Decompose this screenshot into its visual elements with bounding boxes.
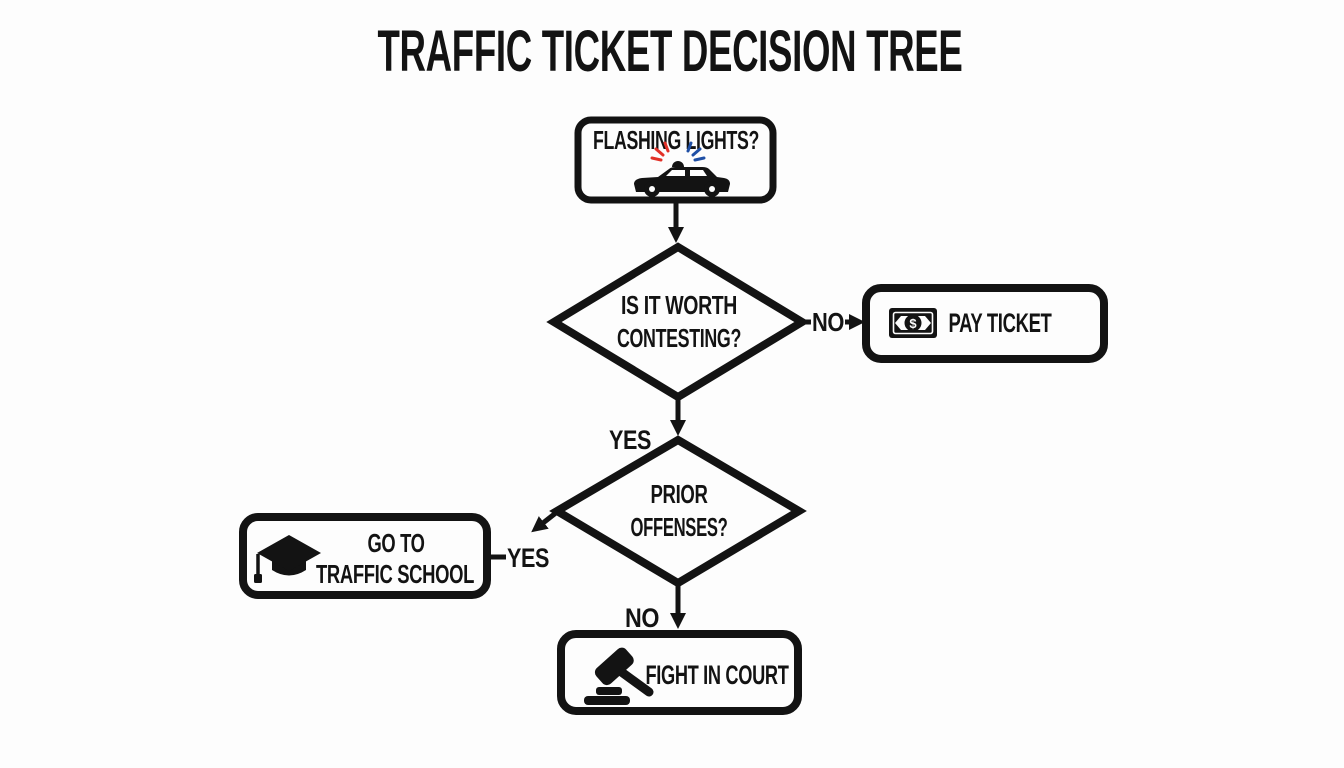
edge-label-contest-no: NO <box>812 307 844 337</box>
car-window-rear <box>690 170 707 176</box>
graduation-cap-icon <box>254 535 321 583</box>
fight-court-label: FIGHT IN COURT <box>646 660 790 690</box>
node-pay-ticket: $ PAY TICKET <box>862 284 1108 363</box>
prior-offenses-diamond <box>549 435 807 588</box>
graduation-cap-board <box>257 535 321 571</box>
prior-offenses-line1: PRIOR <box>651 479 709 509</box>
node-prior-offenses: PRIOR OFFENSES? <box>549 435 807 588</box>
node-worth-contesting: IS IT WORTH CONTESTING? <box>546 242 810 402</box>
traffic-school-line2: TRAFFIC SCHOOL <box>316 559 474 589</box>
siren-dome <box>672 161 684 167</box>
worth-contesting-line1: IS IT WORTH <box>621 290 737 320</box>
edge-label-offenses-no: NO <box>625 603 659 633</box>
siren-rays-red <box>650 141 670 162</box>
gavel-icon <box>584 647 654 705</box>
edge-offenses-yes-arrow <box>531 510 559 533</box>
traffic-school-line1: GO TO <box>368 528 425 558</box>
node-traffic-school: GO TO TRAFFIC SCHOOL <box>239 513 491 599</box>
node-flashing-lights: FLASHING LIGHTS? <box>574 116 777 204</box>
flashing-lights-label: FLASHING LIGHTS? <box>593 125 759 155</box>
worth-contesting-diamond <box>546 242 810 402</box>
edge-label-contest-yes: YES <box>609 425 651 455</box>
police-car-icon <box>634 141 730 197</box>
worth-contesting-line2: CONTESTING? <box>617 323 741 353</box>
money-bill-icon: $ <box>889 308 937 338</box>
traffic-school-box <box>239 513 491 599</box>
siren-rays-blue <box>686 141 706 162</box>
prior-offenses-line2: OFFENSES? <box>631 512 728 542</box>
car-wheel-rear-hub <box>709 186 715 192</box>
diagram-title: TRAFFIC TICKET DECISION TREE <box>378 19 963 84</box>
money-bill-coin <box>904 314 922 332</box>
money-bill-inner-border <box>892 311 934 335</box>
node-fight-court: FIGHT IN COURT <box>557 630 802 715</box>
car-wheel-front-hub <box>649 186 655 192</box>
gavel-sound-block-base <box>584 696 630 705</box>
pay-ticket-box <box>862 284 1108 363</box>
edge-label-offenses-yes: YES <box>507 543 549 573</box>
pay-ticket-label: PAY TICKET <box>949 308 1053 338</box>
gavel-sound-block-pad <box>596 687 622 695</box>
money-dollar-sign: $ <box>909 316 917 331</box>
gavel-head <box>594 647 634 686</box>
car-window-front <box>666 170 685 176</box>
graduation-cap-tassel-knob <box>254 574 262 583</box>
